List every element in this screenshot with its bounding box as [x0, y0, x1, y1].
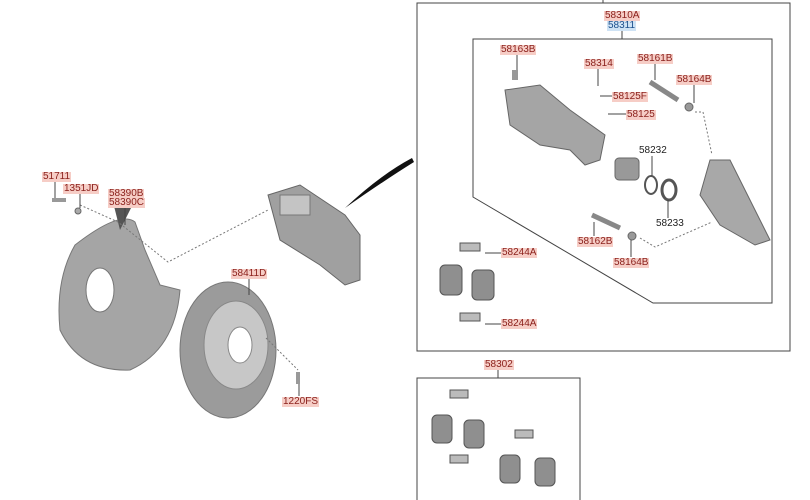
piston-image: [614, 157, 640, 181]
label-58390c[interactable]: 58390C: [108, 197, 146, 208]
label-58411d[interactable]: 58411D: [231, 268, 268, 279]
label-58164b-upper[interactable]: 58164B: [676, 74, 713, 85]
label-58125[interactable]: 58125: [626, 109, 656, 120]
label-58314[interactable]: 58314: [584, 58, 614, 69]
label-1351jd[interactable]: 1351JD: [63, 183, 100, 194]
label-58244a-upper[interactable]: 58244A: [501, 247, 538, 258]
label-58311[interactable]: 58311: [607, 20, 637, 31]
brake-pads-image: [431, 242, 556, 487]
label-58125f[interactable]: 58125F: [612, 91, 648, 102]
caliper-subassembly-frame: [472, 38, 773, 304]
callout-pointer: [345, 158, 414, 208]
caliper-bracket-image: [699, 159, 771, 246]
label-58232[interactable]: 58232: [639, 145, 667, 156]
label-1220fs[interactable]: 1220FS: [282, 396, 320, 407]
dust-cover-image: [58, 190, 181, 371]
caliper-body-image: [504, 70, 771, 248]
caliper-image: [267, 184, 361, 286]
label-58310a[interactable]: 58310A: [604, 10, 641, 21]
washer-image: [74, 207, 82, 215]
bolt-image: [52, 198, 66, 202]
label-58302[interactable]: 58302: [484, 359, 514, 370]
label-58161b[interactable]: 58161B: [637, 53, 674, 64]
label-58162b[interactable]: 58162B: [577, 236, 614, 247]
label-58164b-lower[interactable]: 58164B: [613, 257, 650, 268]
label-58163b[interactable]: 58163B: [500, 44, 537, 55]
label-58233[interactable]: 58233: [656, 218, 684, 229]
label-51711[interactable]: 51711: [42, 171, 72, 182]
label-58244a-lower[interactable]: 58244A: [501, 318, 538, 329]
label-58390b[interactable]: 58390B: [108, 188, 145, 199]
screw-image: [296, 372, 300, 384]
brake-disc-image: [179, 281, 277, 419]
